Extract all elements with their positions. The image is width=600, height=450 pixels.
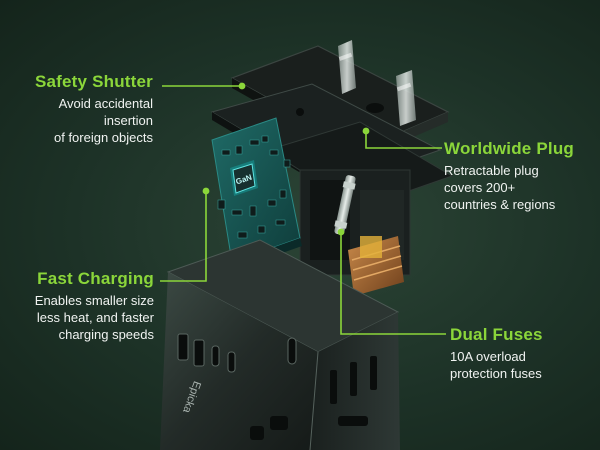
desc-line: of foreign objects [53, 130, 153, 145]
copper-coil [348, 236, 404, 296]
feature-fast-charging: Fast Charging Enables smaller size less … [35, 269, 154, 343]
desc-line: 10A overload [450, 349, 526, 364]
internal-frame [266, 121, 454, 296]
desc-line: Enables smaller size [34, 293, 154, 308]
feature-safety-shutter: Safety Shutter Avoid accidental insertio… [35, 72, 153, 146]
plug-pin-left [338, 40, 356, 94]
feature-desc-worldwide-plug: Retractable plug covers 200+ countries &… [444, 162, 574, 213]
feature-title-worldwide-plug: Worldwide Plug [444, 139, 574, 158]
feature-title-dual-fuses: Dual Fuses [450, 325, 543, 344]
desc-line: covers 200+ [444, 180, 516, 195]
desc-line: countries & regions [444, 197, 556, 212]
desc-line: Avoid accidental [58, 96, 153, 111]
fuse [334, 175, 356, 235]
desc-line: protection fuses [450, 366, 542, 381]
socket-slots [250, 356, 377, 440]
feature-dual-fuses: Dual Fuses 10A overload protection fuses [450, 325, 543, 382]
leader-fast-charging [160, 187, 210, 282]
leader-dual-fuses [337, 228, 446, 335]
feature-worldwide-plug: Worldwide Plug Retractable plug covers 2… [444, 139, 574, 213]
feature-desc-fast-charging: Enables smaller size less heat, and fast… [35, 292, 154, 343]
desc-line: charging speeds [58, 327, 154, 342]
leader-safety-shutter [162, 82, 246, 90]
usb-c-port-side [287, 337, 297, 365]
feature-desc-dual-fuses: 10A overload protection fuses [450, 348, 543, 382]
desc-line: Retractable plug [444, 163, 539, 178]
feature-title-safety-shutter: Safety Shutter [34, 72, 153, 91]
leader-worldwide-plug [362, 127, 442, 149]
feature-title-fast-charging: Fast Charging [37, 269, 154, 288]
plug-pin-right [396, 70, 416, 126]
desc-line: insertion [103, 113, 153, 128]
desc-line: less heat, and faster [36, 310, 154, 325]
feature-desc-safety-shutter: Avoid accidental insertion of foreign ob… [35, 95, 153, 146]
gan-chip: GaN [230, 160, 258, 196]
adapter-body: Epicka [160, 239, 400, 450]
usb-ports [177, 333, 236, 373]
